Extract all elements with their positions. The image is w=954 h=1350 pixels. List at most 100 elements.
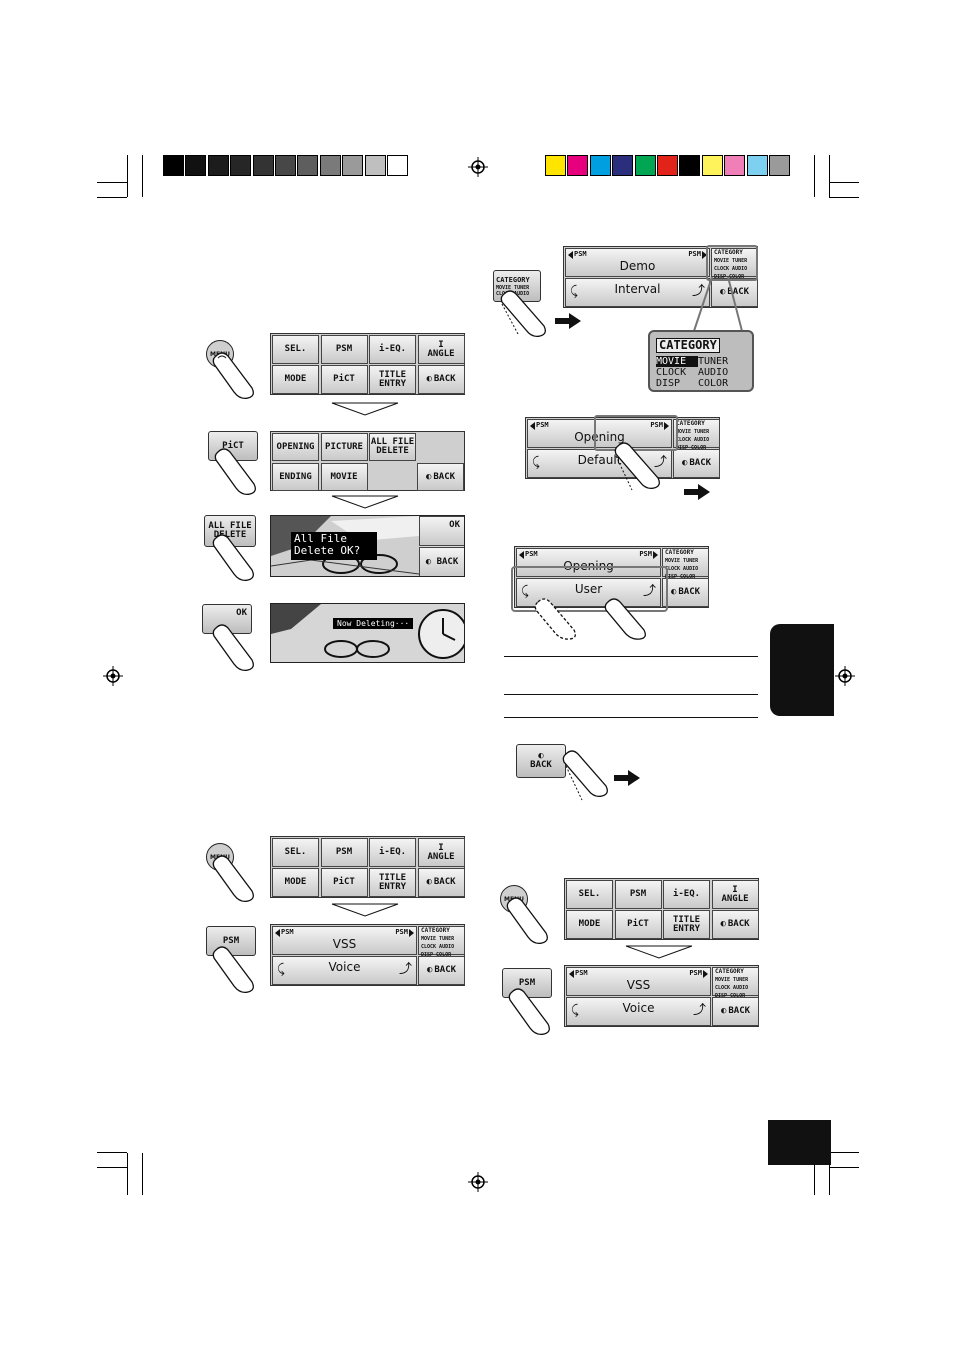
psm-level-button[interactable]: ⤹⤴Voice [272,956,417,985]
color-swatch [746,155,768,176]
menu-back-button[interactable]: ◐BACK [417,868,465,897]
finger-press-icon [614,442,660,491]
divider [504,717,758,718]
menu-title-entry-button[interactable]: TITLE ENTRY [369,868,416,897]
category-mini-title: CATEGORY [714,249,743,256]
menu-label: SEL. [578,889,601,899]
category-mini-row: MOVIE TUNER [715,977,749,983]
menu-mode-button[interactable]: MODE [272,365,319,394]
psm-adjust-highlight [511,566,668,612]
psm-tag: PSM [574,250,587,258]
back-screen-button[interactable]: ◐ BACK [419,547,464,576]
psm-level-button[interactable]: ⤹⤴Voice [566,997,711,1026]
menu-sel-button[interactable]: SEL. [566,880,613,909]
menu-label: TITLE ENTRY [378,369,407,389]
back-knob-icon: ◐ [719,287,726,297]
menu-back-button[interactable]: ◐BACK [417,365,465,394]
back-button[interactable]: ◐ BACK [516,744,566,778]
menu-label: SEL. [284,847,307,857]
back-screen-button[interactable]: ◐BACK [418,956,465,985]
menu-label: MODE [284,877,307,887]
category-mini-row: MOVIE TUNER [714,258,748,264]
psm-level-label: Voice [328,960,361,974]
clock-glasses-photo [271,604,464,662]
menu-mode-button[interactable]: MODE [566,910,613,939]
menu-ieq-button[interactable]: i-EQ. [369,335,416,364]
divider [504,656,758,657]
menu-pict-button[interactable]: PiCT [320,365,368,394]
ok-button[interactable]: OK [202,604,252,634]
curved-arrow-right-icon: ⤴ [642,584,656,599]
back-knob-icon: ◐ [426,965,433,975]
category-color[interactable]: COLOR [698,378,729,389]
category-audio[interactable]: AUDIO [698,367,729,378]
menu-psm-button[interactable]: PSM [320,335,368,364]
pict-all-file-delete-button[interactable]: ALL FILE DELETE [369,433,416,461]
menu-ieq-button[interactable]: i-EQ. [369,838,416,867]
pict-opening-button[interactable]: OPENING [272,433,319,461]
pict-movie-button[interactable]: MOVIE [320,463,368,491]
pict-ending-button[interactable]: ENDING [272,463,319,491]
back-screen-button[interactable]: ◐BACK [662,578,709,607]
back-screen-button[interactable]: ◐BACK [712,997,759,1026]
psm-item-label: VSS [626,978,651,992]
psm-level-label: User [574,582,603,596]
gray-swatch [319,155,341,176]
category-mini-row: MOVIE TUNER [665,558,699,564]
pict-picture-button[interactable]: PICTURE [320,433,368,461]
category-highlight [706,245,758,281]
category-disp[interactable]: DISP [656,378,681,389]
gray-swatch [207,155,229,176]
menu-label: TITLE ENTRY [672,914,701,934]
ok-screen-button[interactable]: OK [419,516,464,546]
menu-title-entry-button[interactable]: TITLE ENTRY [663,910,710,939]
gray-swatch [163,155,184,176]
menu-sel-button[interactable]: SEL. [272,335,319,364]
crop-mark [829,182,859,183]
category-tuner[interactable]: TUNER [698,356,729,367]
menu-mode-button[interactable]: MODE [272,868,319,897]
triangle-right-icon [702,251,707,259]
back-screen-button[interactable]: ◐BACK [673,449,720,478]
hollow-arrow-down-icon [625,945,693,959]
psm-select-highlight [594,415,678,451]
menu-label: PiCT [627,919,649,929]
menu-ieq-button[interactable]: i-EQ. [663,880,710,909]
psm-item-label: VSS [332,937,357,951]
finger-press-icon [212,946,254,994]
menu-pict-button[interactable]: PiCT [320,868,368,897]
menu-title-entry-button[interactable]: TITLE ENTRY [369,365,416,394]
menu-psm-button[interactable]: PSM [614,880,662,909]
crop-mark [142,1153,143,1195]
menu-label: PSM [335,847,353,857]
menu-back-button[interactable]: ◐BACK [711,910,759,939]
menu-pict-button[interactable]: PiCT [614,910,662,939]
category-clock[interactable]: CLOCK [656,367,687,378]
psm-item-label: Opening [574,430,625,444]
menu-psm-button[interactable]: PSM [320,838,368,867]
psm-level-label: Default [577,453,622,467]
angle-label: ANGLE [427,348,455,359]
crop-mark [97,197,127,198]
back-screen-button[interactable]: ◐BACK [417,463,464,491]
menu-sel-button[interactable]: SEL. [272,838,319,867]
angle-label: ANGLE [427,851,455,862]
psm-level-button[interactable]: ⤹⤴Interval [565,278,710,307]
category-movie[interactable]: MOVIE [656,356,698,367]
